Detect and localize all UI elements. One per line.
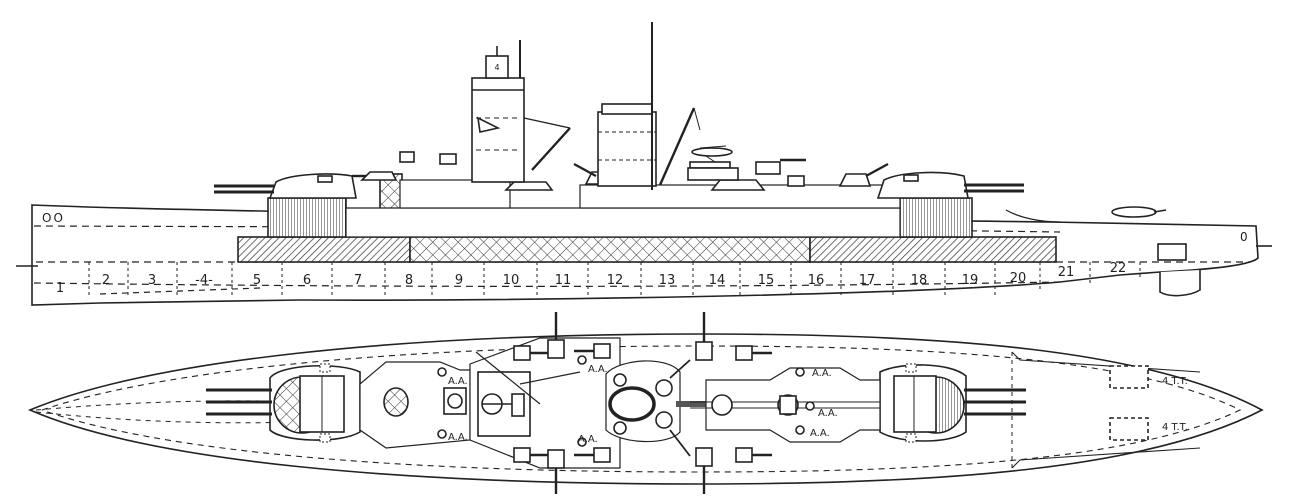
armor-belt-midships xyxy=(409,236,811,263)
frame-label: 17 xyxy=(859,273,876,288)
aa-label: A.A. xyxy=(448,432,468,443)
side-profile: 4 xyxy=(16,22,1272,306)
frame-label: 1 xyxy=(56,281,64,296)
secondary-turret xyxy=(710,179,766,191)
aa-label: A.A. xyxy=(810,428,830,439)
secondary-turret xyxy=(838,162,889,187)
armor-belt-aft xyxy=(809,236,1057,263)
plan-secondary-turret xyxy=(695,447,713,494)
turret-x xyxy=(876,171,969,199)
plan-secondary-turret xyxy=(695,312,713,361)
frame-numbers: 1 2 3 -4- 5 6 7 8 9 10 11 12 13 14 15 16… xyxy=(56,261,1126,296)
stern-marking: 0 xyxy=(1240,230,1248,244)
barbette-x xyxy=(899,197,973,238)
frame-label: 10 xyxy=(503,273,520,288)
frame-label: 8 xyxy=(405,273,413,288)
plan-secondary-turret xyxy=(574,447,611,463)
turret-a xyxy=(268,173,357,199)
frame-label: 12 xyxy=(607,273,624,288)
armor-belt-fore xyxy=(237,236,411,263)
frame-label: 13 xyxy=(659,273,676,288)
tt-label: 4 T.T. xyxy=(1162,422,1188,433)
frame-label: 19 xyxy=(962,273,979,288)
frame-label: 5 xyxy=(253,273,261,288)
aa-label: A.A. xyxy=(818,408,838,419)
plan-secondary-turret xyxy=(547,312,565,359)
aa-label: A.A. xyxy=(448,376,468,387)
plan-secondary-turret xyxy=(574,343,611,359)
aa-label: A.A. xyxy=(812,368,832,379)
frame-label: 16 xyxy=(808,273,825,288)
deck-plan xyxy=(27,312,1264,494)
aa-label: A.A. xyxy=(578,434,598,445)
frame-label: 20 xyxy=(1010,271,1027,286)
funnel xyxy=(597,111,657,187)
plan-turret-a xyxy=(206,363,361,443)
plan-secondary-turret xyxy=(735,447,772,463)
director-marking: 4 xyxy=(494,63,499,72)
torpedo-tubes xyxy=(1109,365,1149,389)
frame-label: 18 xyxy=(911,273,928,288)
plan-secondary-turret xyxy=(735,345,772,361)
frame-label: -4- xyxy=(195,273,213,288)
barbette-a xyxy=(267,197,347,238)
frame-label: 14 xyxy=(709,273,726,288)
frame-label: 6 xyxy=(303,273,311,288)
plan-secondary-turret xyxy=(513,447,548,463)
plan-secondary-turret xyxy=(547,449,565,494)
frame-label: 3 xyxy=(148,273,156,288)
torpedo-tubes xyxy=(1109,417,1149,441)
plan-funnel xyxy=(608,386,656,422)
frame-label: 2 xyxy=(102,273,110,288)
tt-label: 4 T.T. xyxy=(1162,376,1188,387)
frame-label: 15 xyxy=(758,273,775,288)
secondary-turret xyxy=(352,171,398,181)
frame-label: 21 xyxy=(1058,265,1075,280)
frame-label: 7 xyxy=(354,273,362,288)
bow-marking: OO xyxy=(42,211,65,225)
plan-b-barbette xyxy=(383,387,409,417)
frame-label: 11 xyxy=(555,273,572,288)
secondary-turret xyxy=(504,181,554,191)
frame-label: 22 xyxy=(1110,261,1127,276)
frame-label: 9 xyxy=(455,273,463,288)
seaplane xyxy=(689,145,733,169)
plan-secondary-turret xyxy=(513,345,548,361)
plan-turret-x xyxy=(879,363,1026,443)
aa-label: A.A. xyxy=(588,364,608,375)
aircraft-crane xyxy=(658,107,696,186)
